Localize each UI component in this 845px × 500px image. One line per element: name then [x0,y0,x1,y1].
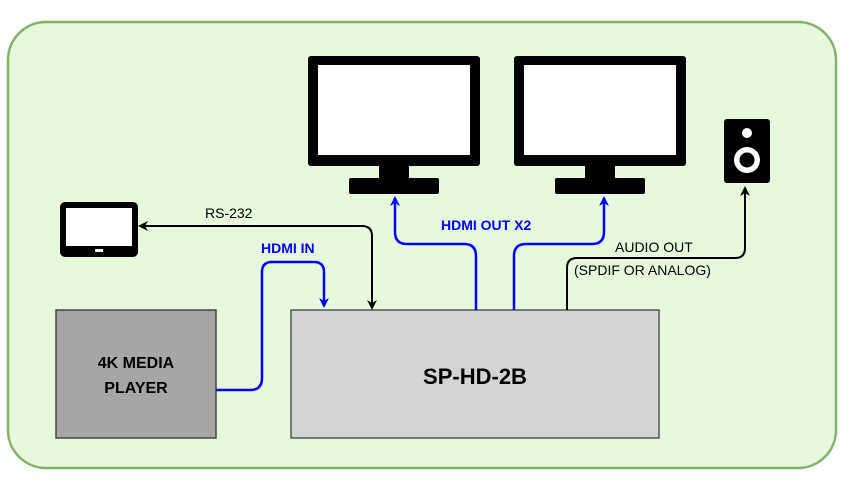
hdmi-out-left-line [390,196,478,310]
speaker-icon [724,119,770,183]
main-device-label: SP-HD-2B [423,364,527,389]
media-player-label-line2: PLAYER [104,380,168,397]
tablet-icon [60,202,138,257]
hdmi-in-label: HDMI IN [261,240,315,256]
media-player-box [55,309,217,439]
rs232-label: RS-232 [205,205,253,221]
audio-out-line [566,186,750,310]
audio-out-label-line1: AUDIO OUT [615,239,693,255]
monitor-right-icon [514,56,686,194]
hdmi-in-line [216,260,329,392]
hdmi-out-right-line [512,196,609,310]
media-player-label-line1: 4K MEDIA [98,355,175,372]
rs232-line [138,221,373,308]
main-device-box [290,309,660,439]
hdmi-out-label: HDMI OUT X2 [441,217,531,233]
audio-out-label-line2: (SPDIF OR ANALOG) [574,262,711,278]
monitor-left-icon [308,56,480,194]
